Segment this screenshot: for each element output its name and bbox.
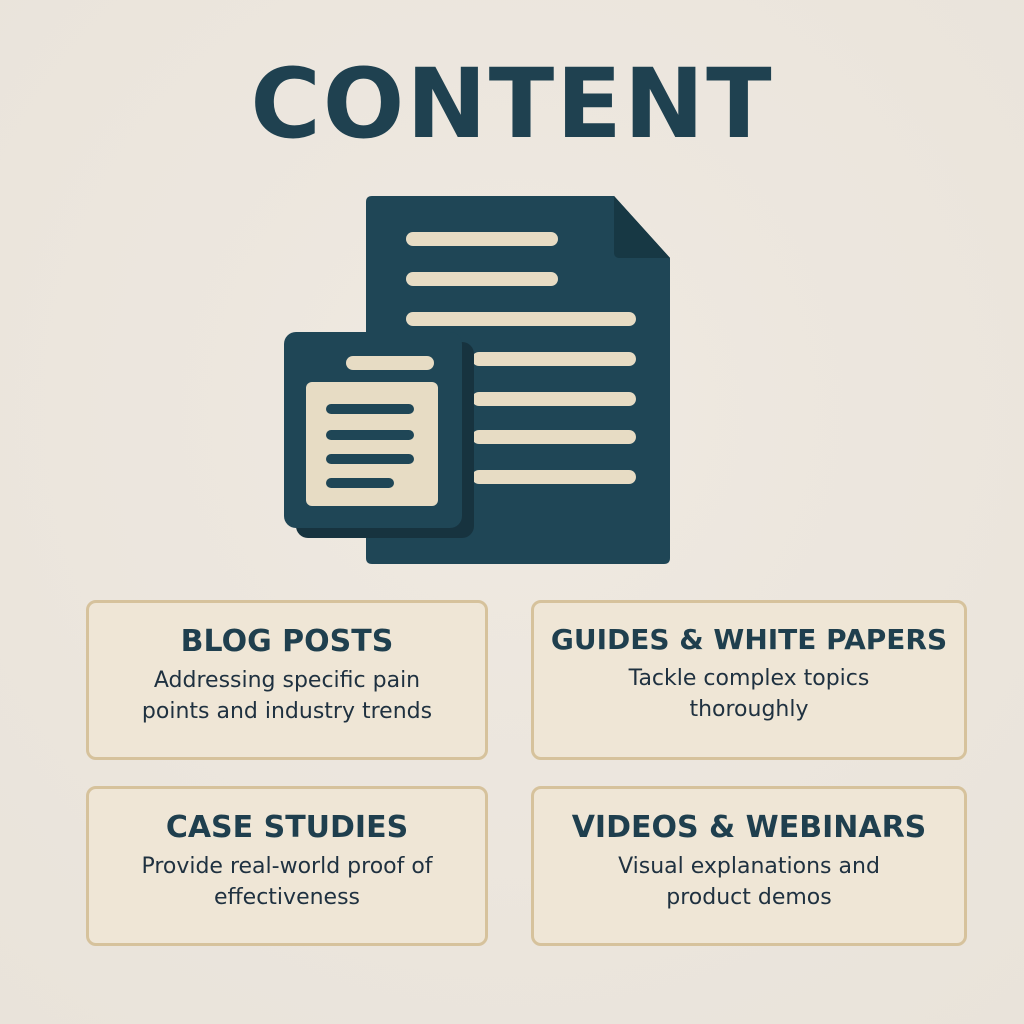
card-blog-posts: BLOG POSTS Addressing specific pain poin…: [86, 600, 488, 760]
card-title: CASE STUDIES: [165, 810, 409, 845]
card-title: BLOG POSTS: [180, 624, 394, 659]
page-title: CONTENT: [250, 48, 774, 160]
card-case-studies: CASE STUDIES Provide real-world proof of…: [86, 786, 488, 946]
card-description: Tackle complex topics thoroughly: [628, 665, 870, 722]
card-title: VIDEOS & WEBINARS: [571, 810, 927, 845]
card-description: Visual explanations and product demos: [618, 854, 880, 910]
card-title: GUIDES & WHITE PAPERS: [550, 623, 948, 656]
document-stack-icon: [284, 196, 670, 564]
card-description: Provide real-world proof of effectivenes…: [141, 854, 433, 910]
small-document-icon: [284, 332, 462, 528]
card-description: Addressing specific pain points and indu…: [141, 668, 433, 724]
card-guides-white-papers: GUIDES & WHITE PAPERS Tackle complex top…: [531, 600, 967, 760]
card-videos-webinars: VIDEOS & WEBINARS Visual explanations an…: [531, 786, 967, 946]
